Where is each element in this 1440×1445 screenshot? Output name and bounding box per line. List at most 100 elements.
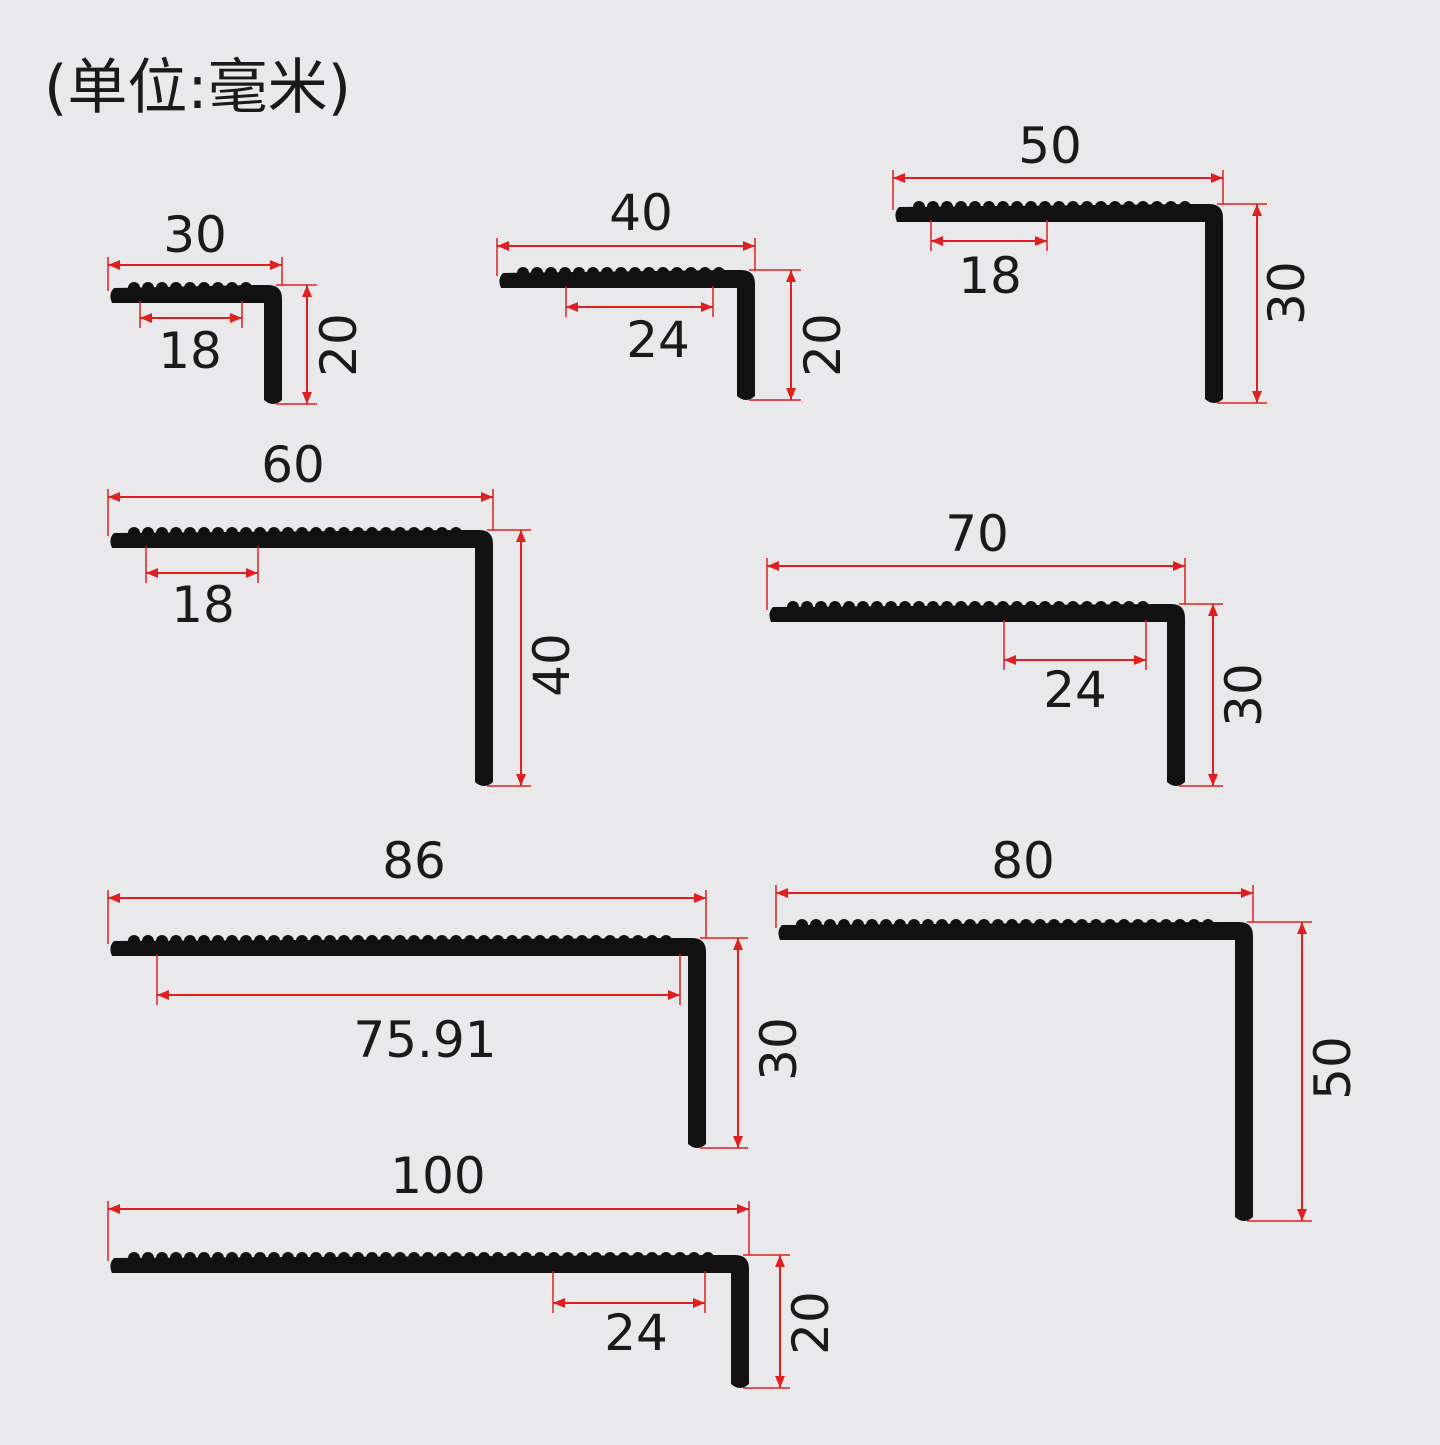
width-dimension-arrow-right: [270, 260, 282, 270]
serration-ridge: [380, 527, 392, 539]
serration-ridge: [1109, 201, 1121, 213]
width-label: 40: [609, 184, 673, 242]
serration-ridge: [1165, 201, 1177, 213]
serration-ridge: [517, 267, 529, 279]
serration-ridge: [796, 919, 808, 931]
width-label: 70: [945, 505, 1009, 563]
serration-ridge: [1081, 601, 1093, 613]
serration-ridge: [1062, 919, 1074, 931]
serration-ridge: [310, 527, 322, 539]
height-dimension-arrow-bottom: [786, 388, 796, 400]
serration-ridge: [894, 919, 906, 931]
serration-ridge: [366, 935, 378, 947]
serration-ridge: [450, 527, 462, 539]
serration-ridge: [978, 919, 990, 931]
serration-ridge: [1160, 919, 1172, 931]
serration-ridge: [1095, 201, 1107, 213]
serration-ridge: [226, 935, 238, 947]
height-dimension-arrow-bottom: [775, 1376, 785, 1388]
serration-ridge: [1020, 919, 1032, 931]
inner-dimension-arrow-left: [140, 313, 152, 323]
serration-ridge: [520, 1252, 532, 1264]
width-dimension-arrow-left: [893, 173, 905, 183]
serration-ridge: [632, 1252, 644, 1264]
serration-ridge: [128, 1252, 140, 1264]
serration-ridge: [531, 267, 543, 279]
serration-ridge: [226, 282, 238, 294]
serration-ridge: [629, 267, 641, 279]
inner-dimension-arrow-right: [701, 302, 713, 312]
serration-ridge: [548, 935, 560, 947]
serration-ridge: [254, 527, 266, 539]
serration-ridge: [1011, 601, 1023, 613]
serration-ridge: [955, 601, 967, 613]
height-label: 20: [782, 1291, 840, 1355]
serration-ridge: [184, 935, 196, 947]
serration-ridge: [685, 267, 697, 279]
serration-ridge: [170, 1252, 182, 1264]
serration-ridge: [913, 601, 925, 613]
serration-ridge: [955, 201, 967, 213]
serration-ridge: [156, 282, 168, 294]
height-label: 30: [750, 1017, 808, 1081]
serration-ridge: [964, 919, 976, 931]
serration-ridge: [587, 267, 599, 279]
serration-ridge: [969, 201, 981, 213]
serration-ridge: [1137, 201, 1149, 213]
serration-ridge: [1039, 201, 1051, 213]
serration-ridge: [296, 935, 308, 947]
serration-ridge: [520, 935, 532, 947]
serration-ridge: [492, 1252, 504, 1264]
profile-body: [895, 204, 1223, 403]
serration-ridge: [1011, 201, 1023, 213]
serration-ridge: [548, 1252, 560, 1264]
serration-ridge: [142, 282, 154, 294]
serration-ridges: [796, 919, 1214, 931]
serration-ridges: [517, 267, 725, 279]
width-label: 100: [390, 1147, 485, 1205]
serration-ridge: [142, 935, 154, 947]
serration-ridge: [843, 601, 855, 613]
height-label: 30: [1258, 261, 1316, 325]
serration-ridge: [254, 935, 266, 947]
serration-ridges: [787, 601, 1149, 613]
serration-ridge: [997, 201, 1009, 213]
serration-ridge: [590, 1252, 602, 1264]
serration-ridge: [282, 527, 294, 539]
width-dimension-arrow-left: [108, 492, 120, 502]
width-label: 50: [1018, 117, 1082, 175]
serration-ridge: [198, 282, 210, 294]
inner-label: 24: [626, 311, 690, 369]
serration-ridge: [492, 935, 504, 947]
serration-ridge: [1006, 919, 1018, 931]
height-label: 40: [523, 633, 581, 697]
serration-ridge: [380, 935, 392, 947]
height-label: 20: [794, 313, 852, 377]
serration-ridge: [240, 1252, 252, 1264]
serration-ridge: [941, 601, 953, 613]
width-dimension-arrow-right: [1241, 888, 1253, 898]
height-dimension-arrow-bottom: [516, 774, 526, 786]
serration-ridge: [601, 267, 613, 279]
serration-ridge: [1067, 201, 1079, 213]
serration-ridge: [184, 282, 196, 294]
serration-ridge: [880, 919, 892, 931]
height-dimension-arrow-bottom: [302, 392, 312, 404]
serration-ridge: [226, 1252, 238, 1264]
serration-ridge: [408, 935, 420, 947]
width-dimension-arrow-right: [743, 241, 755, 251]
inner-label: 75.91: [353, 1011, 496, 1069]
serration-ridge: [1048, 919, 1060, 931]
serration-ridge: [212, 935, 224, 947]
height-dimension-arrow-bottom: [733, 1136, 743, 1148]
serration-ridge: [436, 935, 448, 947]
serration-ridge: [464, 935, 476, 947]
width-dimension-arrow-right: [1211, 173, 1223, 183]
serration-ridge: [464, 1252, 476, 1264]
serration-ridge: [170, 282, 182, 294]
serration-ridge: [646, 1252, 658, 1264]
serration-ridge: [871, 601, 883, 613]
inner-dimension-arrow-left: [566, 302, 578, 312]
serration-ridge: [1104, 919, 1116, 931]
